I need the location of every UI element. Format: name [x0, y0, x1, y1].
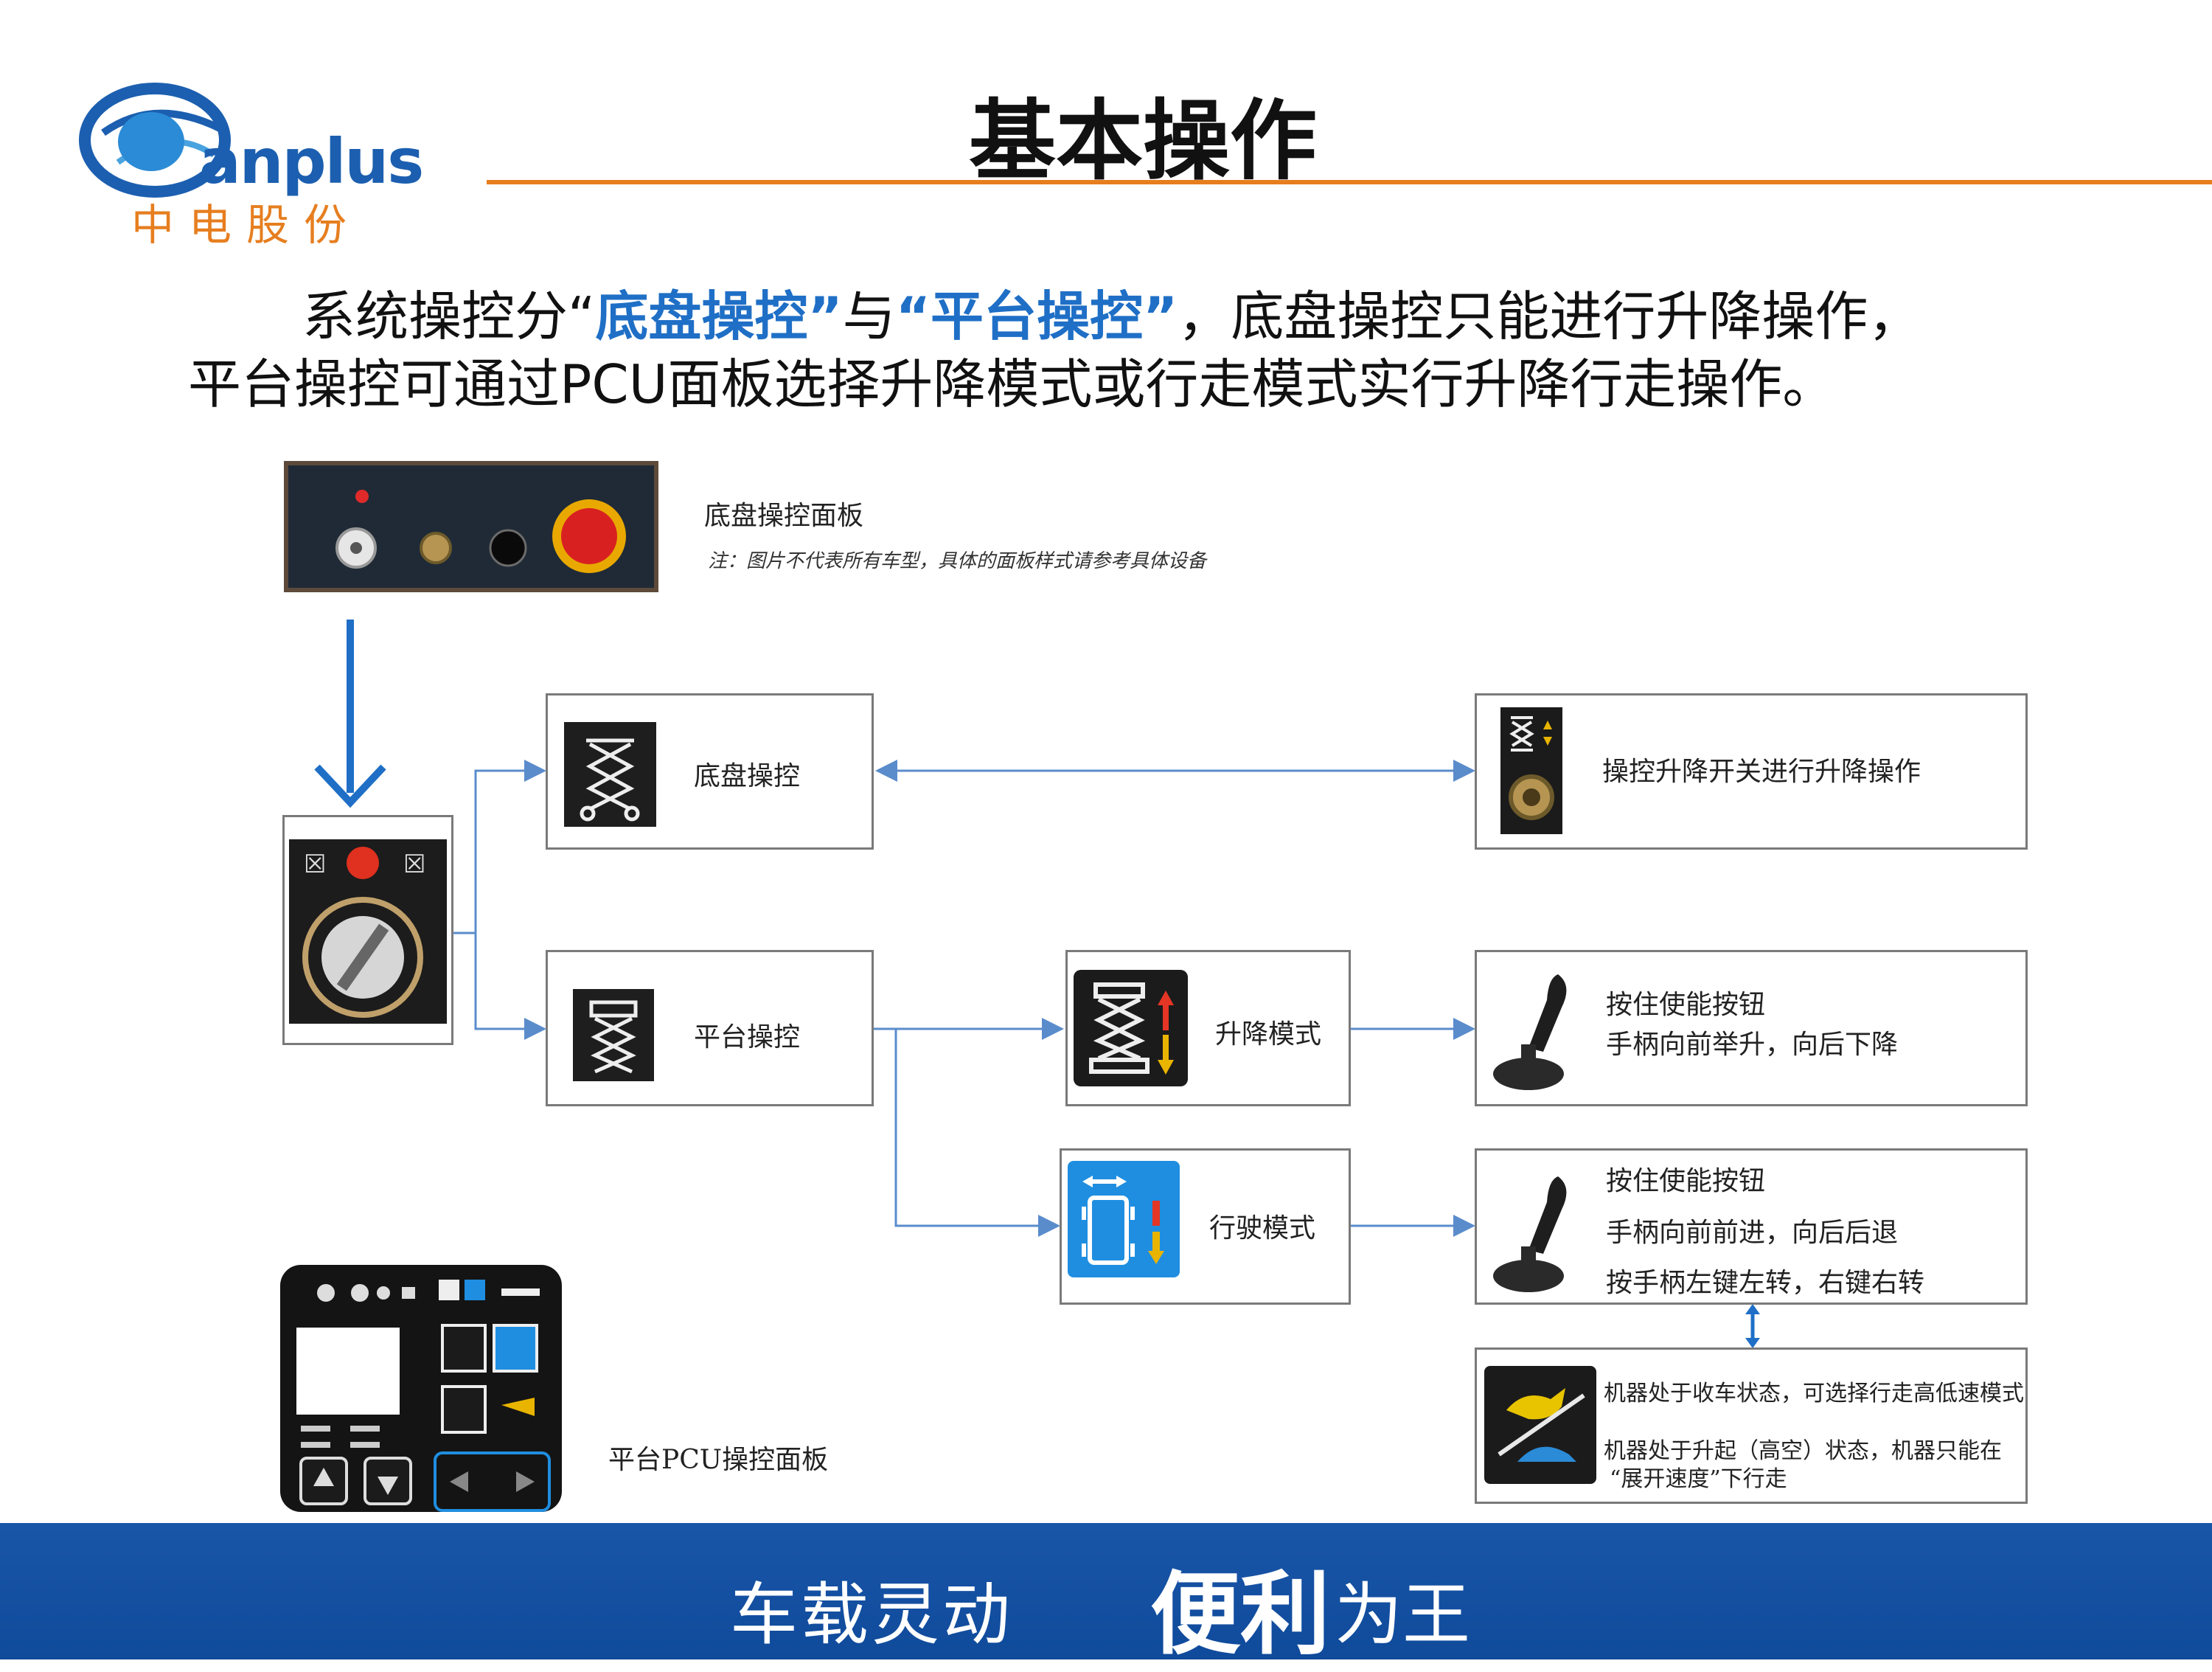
lift-switch-icon [420, 532, 452, 564]
intro-text: ，底盘操控只能进行升降操作， [1178, 285, 1921, 347]
indicator-light-icon [347, 847, 379, 879]
chassis-term: 底盘操控 [595, 285, 808, 347]
joystick-icon [1493, 1176, 1567, 1292]
speed-note-line-3: “展开速度”下行走 [1610, 1466, 1787, 1492]
chassis-panel-controls [335, 490, 626, 573]
horn-button-icon [501, 1398, 535, 1416]
lift-mode-box: 升降模式 [1065, 950, 1351, 1106]
chassis-control-icon [564, 722, 656, 827]
chassis-action-box: 操控升降开关进行升降操作 [1475, 693, 2028, 850]
lift-action-line-2: 手柄向前举升，向后下降 [1606, 1030, 1899, 1060]
pcu-display-screen [296, 1328, 400, 1415]
page-title: 基本操作 [968, 90, 1317, 192]
drive-action-box: 按住使能按钮 手柄向前前进，向后后退 按手柄左键左转，右键右转 [1475, 1148, 2028, 1305]
pcu-panel-label: 平台PCU操控面板 [608, 1445, 829, 1475]
chassis-select-icon [439, 1280, 459, 1300]
chassis-panel-label: 底盘操控面板 [704, 501, 864, 531]
globe-logo-icon [79, 83, 231, 198]
horn-symbol-icon [501, 1288, 540, 1296]
title-divider [487, 180, 2212, 184]
drive-mode-label: 行驶模式 [1209, 1213, 1316, 1243]
chassis-control-label: 底盘操控 [694, 761, 801, 791]
drive-mode-icon [1068, 1161, 1180, 1277]
speed-note-line-2: 机器处于升起（高空）状态，机器只能在 [1604, 1438, 2002, 1464]
footer-slogan-part-1: 车载灵动 [730, 1575, 1014, 1654]
platform-control-icon [573, 989, 654, 1081]
right-arrow-icon [516, 1471, 535, 1492]
footer-slogan-part-2: 便利 [1150, 1562, 1330, 1667]
direction-button-group [434, 1451, 551, 1512]
lift-action-box: 按住使能按钮 手柄向前举升，向后下降 [1475, 950, 2028, 1106]
connector-to-drive-mode [894, 1029, 1060, 1237]
joystick-icon [1493, 974, 1567, 1090]
key-switch-closeup: ☒ ☒ [282, 815, 453, 1045]
platform-control-label: 平台操控 [694, 1022, 801, 1052]
logo-chinese-name: 中电股份 [131, 200, 362, 250]
footer-slogan-part-3: 为王 [1335, 1575, 1471, 1654]
quote-mark: ” [1143, 285, 1178, 347]
double-arrow-icon [1745, 1304, 1760, 1348]
drive-action-line-1: 按住使能按钮 [1606, 1166, 1766, 1196]
intro-line-1: 系统操控分“底盘操控”与“平台操控”，底盘操控只能进行升降操作， [302, 273, 1921, 350]
drive-action-line-2: 手柄向前前进，向后后退 [1606, 1218, 1899, 1248]
speed-mode-box: 机器处于收车状态，可选择行走高低速模式 机器处于升起（高空）状态，机器只能在 “… [1475, 1347, 2028, 1504]
lift-action-line-1: 按住使能按钮 [1606, 990, 1766, 1020]
drive-select-icon [465, 1280, 485, 1300]
turtle-icon [1517, 1446, 1576, 1462]
chassis-panel-note: 注：图片不代表所有车型，具体的面板样式请参考具体设备 [708, 550, 1207, 572]
pcu-panel-image [280, 1265, 562, 1512]
intro-line-2: 平台操控可通过PCU面板选择升降模式或行走模式实行升降行走操作。 [188, 353, 1836, 415]
connector-to-platform-control [474, 933, 546, 1040]
quote-mark: “ [895, 285, 931, 347]
company-logo [74, 74, 406, 251]
platform-symbol-icon: ☒ [403, 850, 425, 879]
speed-note-line-1: 机器处于收车状态，可选择行走高低速模式 [1604, 1381, 2024, 1406]
round-button-icon [489, 529, 527, 567]
lift-mode-label: 升降模式 [1215, 1019, 1322, 1050]
logo-wordmark: anplus [199, 125, 424, 198]
chassis-control-box: 底盘操控 [546, 693, 874, 850]
quote-mark: ” [807, 285, 843, 347]
drive-mode-box: 行驶模式 [1060, 1148, 1351, 1305]
pcu-indicators [301, 1426, 380, 1448]
left-arrow-icon [450, 1471, 468, 1492]
platform-control-box: 平台操控 [546, 950, 874, 1106]
speed-mode-icon [1484, 1366, 1596, 1484]
connector-to-chassis-control [453, 760, 546, 934]
chassis-panel-image [284, 461, 658, 592]
lift-mode-icon [1074, 970, 1188, 1086]
indicator-light-icon [355, 490, 369, 503]
chassis-action-label: 操控升降开关进行升降操作 [1602, 757, 1921, 787]
lift-switch-icon [1500, 707, 1562, 834]
footer-banner [0, 1523, 2212, 1659]
drive-action-line-3: 按手柄左键左转，右键右转 [1606, 1268, 1925, 1298]
down-arrow-icon [314, 620, 386, 808]
rabbit-icon [1506, 1388, 1565, 1420]
pcu-top-icons [317, 1284, 415, 1302]
key-switch-image: ☒ ☒ [289, 839, 447, 1024]
intro-text: 系统操控分 [302, 285, 568, 347]
drive-mode-button-icon [493, 1324, 538, 1373]
chassis-symbol-icon: ☒ [304, 850, 326, 879]
lift-mode-button-icon [441, 1324, 487, 1373]
platform-term: 平台操控 [931, 285, 1144, 347]
intro-text: 与 [842, 285, 896, 347]
quote-mark: “ [568, 285, 596, 347]
speed-button-icon [441, 1385, 487, 1434]
